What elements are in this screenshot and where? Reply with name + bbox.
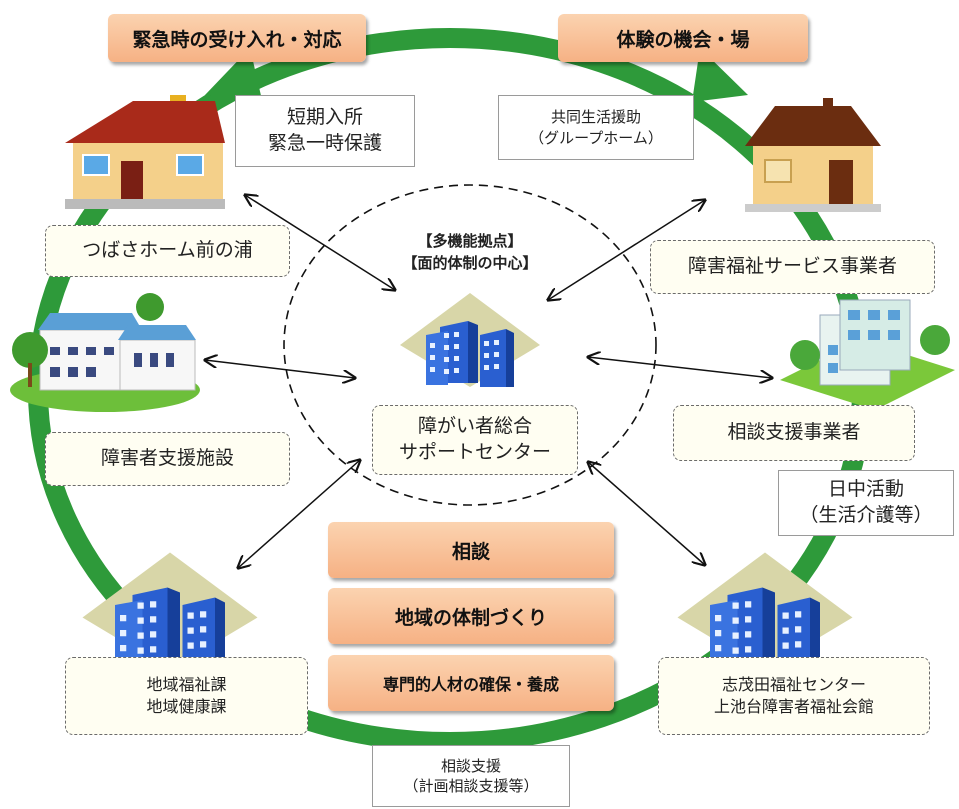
house-icon	[745, 98, 881, 212]
regional-system-button: 地域の体制づくり	[328, 588, 614, 644]
consult-provider-box: 相談支援事業者	[673, 405, 915, 461]
staff-training-label: 専門的人材の確保・養成	[382, 675, 559, 694]
hospital-icon	[780, 299, 955, 410]
day-activity-label: 日中活動 （生活介護等）	[799, 478, 933, 526]
regional-system-label: 地域の体制づくり	[394, 606, 547, 629]
school-icon	[10, 293, 200, 412]
banner-emergency: 緊急時の受け入れ・対応	[108, 14, 366, 62]
shimoda-center-box: 志茂田福祉センター 上池台障害者福祉会館	[658, 657, 930, 735]
tsubasa-label: つばさホーム前の浦	[82, 239, 253, 262]
group-home-label: 共同生活援助 （グループホーム）	[529, 108, 663, 147]
tsubasa-box: つばさホーム前の浦	[45, 225, 290, 277]
day-activity-box: 日中活動 （生活介護等）	[778, 470, 954, 536]
center-title-text: 【多機能拠点】 【面的体制の中心】	[402, 231, 538, 273]
support-facility-label: 障害者支援施設	[100, 447, 234, 470]
banner-experience: 体験の機会・場	[558, 14, 808, 62]
banner-experience-label: 体験の機会・場	[616, 28, 750, 51]
regional-welfare-label: 地域福祉課 地域健康課	[146, 675, 227, 716]
short-stay-label: 短期入所 緊急一時保護	[267, 106, 382, 154]
arrow-to-short-stay	[245, 195, 395, 290]
arrow-to-support-facility	[205, 360, 355, 378]
regional-welfare-box: 地域福祉課 地域健康課	[65, 657, 308, 735]
arrow-to-group-home	[548, 200, 705, 300]
office-tower-icon	[82, 552, 258, 670]
arrow-to-regional-welfare	[238, 460, 360, 568]
center-label-box: 障がい者総合 サポートセンター	[372, 405, 578, 475]
short-stay-box: 短期入所 緊急一時保護	[235, 95, 415, 167]
consult-support-label: 相談支援 （計画相談支援等）	[403, 756, 539, 795]
welfare-service-label: 障害福祉サービス事業者	[687, 255, 897, 278]
banner-emergency-label: 緊急時の受け入れ・対応	[132, 28, 342, 51]
house-icon	[65, 95, 225, 209]
welfare-service-box: 障害福祉サービス事業者	[650, 240, 935, 294]
office-tower-icon	[677, 552, 853, 670]
center-title: 【多機能拠点】 【面的体制の中心】	[380, 207, 560, 275]
consultation-label: 相談	[451, 540, 490, 563]
consultation-button: 相談	[328, 522, 614, 578]
arrow-to-shimoda-center	[588, 462, 705, 565]
consult-provider-label: 相談支援事業者	[727, 421, 861, 444]
center-label: 障がい者総合 サポートセンター	[398, 415, 551, 463]
shimoda-center-label: 志茂田福祉センター 上池台障害者福祉会館	[713, 675, 874, 716]
office-tower-icon	[400, 293, 540, 387]
consult-support-box: 相談支援 （計画相談支援等）	[372, 745, 570, 807]
arrow-to-consult-provider	[588, 357, 772, 378]
support-facility-box: 障害者支援施設	[45, 432, 290, 486]
group-home-box: 共同生活援助 （グループホーム）	[498, 95, 694, 160]
staff-training-button: 専門的人材の確保・養成	[328, 655, 614, 711]
central-dashed-circle	[283, 184, 657, 506]
